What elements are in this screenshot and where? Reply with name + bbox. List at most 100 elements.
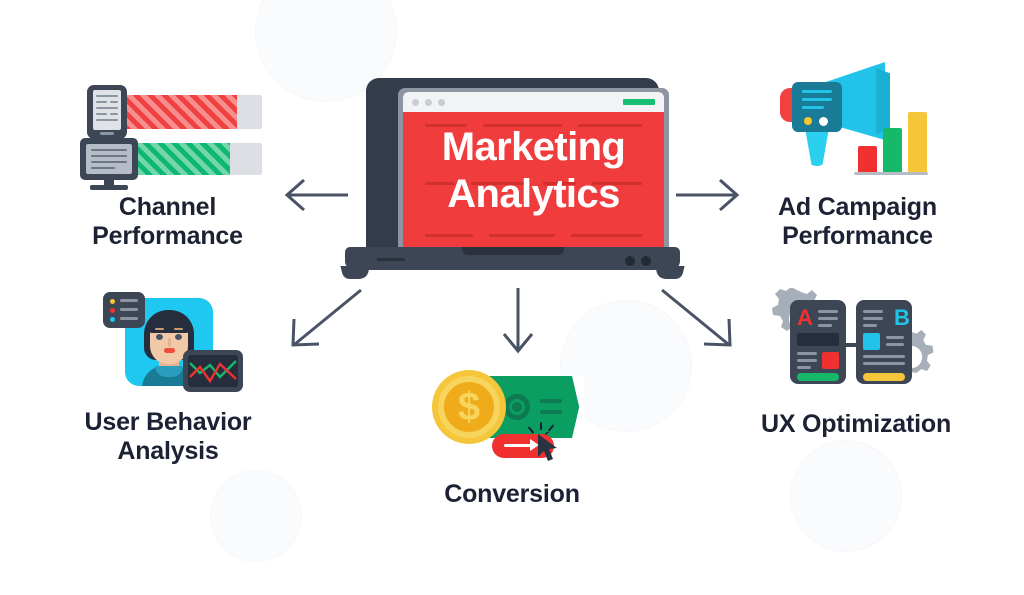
screen-text-line xyxy=(571,234,642,237)
megaphone-cone-shade xyxy=(876,68,890,134)
laptop-lid: Marketing Analytics xyxy=(366,78,669,250)
list-dot-yellow-icon xyxy=(110,299,115,304)
variant-b-line xyxy=(863,362,905,365)
phone-text-line xyxy=(96,101,107,103)
background-blob-4 xyxy=(210,470,302,562)
arrow-to-channel-performance xyxy=(284,178,348,212)
megaphone-knob-yellow-icon xyxy=(804,117,812,125)
background-blob-3 xyxy=(790,440,902,552)
mobile-progress-track xyxy=(124,95,262,129)
avatar-eyebrow-left xyxy=(155,328,164,330)
channel-performance-icon xyxy=(80,85,262,190)
phone-text-line xyxy=(110,113,118,115)
variant-a-line xyxy=(797,366,811,369)
variant-a-line xyxy=(818,317,838,320)
ab-variant-a-card: A xyxy=(790,300,846,384)
monitor-text-line xyxy=(91,161,127,163)
variant-a-line xyxy=(818,310,838,313)
avatar-eye-left xyxy=(156,334,163,340)
coin-dollar-symbol: $ xyxy=(457,385,481,429)
screen-text-line xyxy=(592,182,642,185)
laptop-base-dash xyxy=(377,258,405,261)
variant-a-line xyxy=(797,359,817,362)
browser-dot-3-icon xyxy=(438,99,445,106)
avatar-nose xyxy=(168,338,171,347)
ad-bar-3 xyxy=(908,112,927,172)
ab-variant-b-card: B xyxy=(856,300,912,384)
variant-b-line xyxy=(886,336,904,339)
list-line xyxy=(120,308,138,311)
megaphone-grill-line xyxy=(802,106,824,109)
browser-dot-2-icon xyxy=(425,99,432,106)
list-line xyxy=(120,317,138,320)
coin-face xyxy=(444,382,494,432)
screen-text-line xyxy=(543,182,576,185)
list-line xyxy=(120,299,138,302)
phone-text-line xyxy=(110,101,118,103)
variant-a-banner xyxy=(797,333,839,346)
laptop-indicator-1-icon xyxy=(625,256,635,266)
browser-dot-1-icon xyxy=(412,99,419,106)
list-dot-cyan-icon xyxy=(110,317,115,322)
monitor-foot xyxy=(90,185,128,190)
list-dot-red-icon xyxy=(110,308,115,313)
desktop-progress-track xyxy=(132,143,262,175)
megaphone-knob-white-icon xyxy=(819,117,828,126)
user-behavior-analysis-icon xyxy=(95,292,245,397)
avatar-eyebrow-right xyxy=(174,328,183,330)
megaphone-grill-line xyxy=(802,98,832,101)
laptop-base xyxy=(345,247,680,270)
arrow-to-ad-campaign-performance xyxy=(676,178,740,212)
laptop-illustration: Marketing Analytics xyxy=(340,78,685,279)
cta-arrow-head-icon xyxy=(530,439,539,451)
behavior-chart-card xyxy=(183,350,243,392)
cursor-spark-1-icon xyxy=(540,422,542,430)
screen-text-line xyxy=(483,124,562,127)
mobile-progress-fill xyxy=(124,95,238,129)
phone-text-line xyxy=(96,95,118,97)
screen-text-line xyxy=(489,234,555,237)
variant-b-line xyxy=(886,343,904,346)
cta-arrow-shaft-icon xyxy=(504,444,536,447)
ad-campaign-performance-icon xyxy=(780,62,930,187)
behavior-chart-lines xyxy=(189,360,237,384)
screen-text-line xyxy=(471,182,527,185)
variant-b-line xyxy=(863,310,883,313)
arrow-to-ux-optimization xyxy=(661,288,732,347)
monitor-text-line xyxy=(91,155,127,157)
user-behavior-analysis-label: User Behavior Analysis xyxy=(84,408,252,465)
avatar-eye-right xyxy=(175,334,182,340)
ad-bar-1 xyxy=(858,146,877,172)
monitor-stand xyxy=(104,180,114,187)
megaphone-grill-line xyxy=(802,90,832,93)
laptop-indicator-2-icon xyxy=(641,256,651,266)
monitor-text-line xyxy=(91,167,115,169)
banknote-seal-center xyxy=(512,402,522,412)
avatar-mouth xyxy=(164,348,175,353)
ux-optimization-icon: A B xyxy=(770,288,938,396)
variant-a-letter: A xyxy=(797,305,813,330)
screen-text-line xyxy=(425,124,467,127)
channel-performance-label: Channel Performance xyxy=(92,193,243,250)
behavior-chart-plot xyxy=(188,355,238,387)
phone-text-line xyxy=(96,119,118,121)
banknote-line xyxy=(540,399,562,403)
arrow-to-user-behavior-analysis xyxy=(291,288,362,347)
banknote-seal xyxy=(504,394,530,420)
url-bar xyxy=(623,99,655,105)
variant-b-line xyxy=(863,355,905,358)
variant-a-square xyxy=(822,352,839,369)
megaphone-handle xyxy=(805,128,829,166)
avatar-collar xyxy=(155,366,183,377)
variant-b-button xyxy=(863,373,905,381)
variant-b-line xyxy=(863,324,877,327)
ad-bar-2 xyxy=(883,128,902,172)
laptop-hinge-notch xyxy=(462,247,564,255)
screen-text-line xyxy=(425,234,473,237)
variant-b-square xyxy=(863,333,880,350)
variant-a-button xyxy=(797,373,839,381)
avatar-bangs xyxy=(147,311,191,333)
banknote-line xyxy=(540,410,562,414)
ux-optimization-label: UX Optimization xyxy=(760,410,952,438)
